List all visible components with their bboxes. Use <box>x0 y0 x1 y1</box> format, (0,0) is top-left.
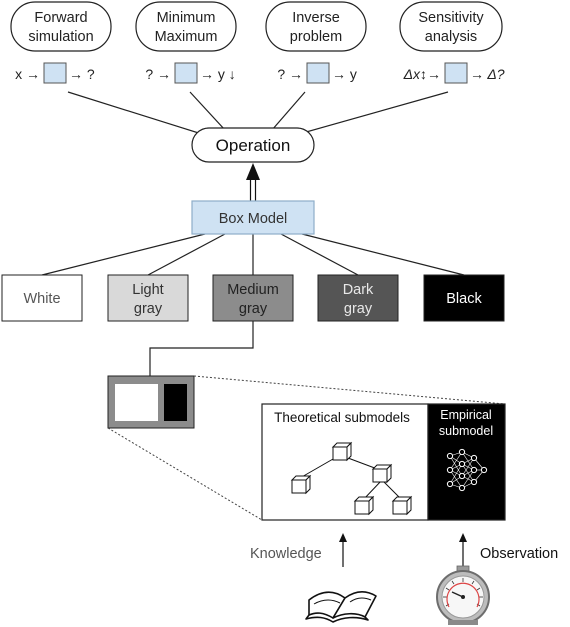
operation-node[interactable]: Operation <box>191 127 315 163</box>
operation-minimum-maximum[interactable]: Minimum Maximum <box>135 1 237 52</box>
box-type-black[interactable]: Black <box>423 274 505 322</box>
operation-connectors <box>67 91 449 137</box>
operation-sensitivity-line1: Sensitivity <box>418 10 484 26</box>
operation-minmax-line1: Minimum <box>157 10 216 26</box>
operation-forward-line2: simulation <box>28 29 93 45</box>
formula-sensitivity: Δx↕→ → Δ? <box>403 62 505 84</box>
box-type-dark-gray[interactable]: Dark gray <box>317 274 399 322</box>
cube-icon-mid <box>371 463 393 484</box>
box-type-dark-gray-rect <box>317 274 399 322</box>
cube-icon-leaf-left <box>353 495 375 516</box>
formula-inverse: ? → → y <box>277 62 357 84</box>
operation-node-label: Operation <box>216 136 291 155</box>
up-double-arrow <box>246 163 260 202</box>
formula-forward-box <box>43 62 67 84</box>
formula-forward-post: → ? <box>69 66 95 82</box>
operation-inverse-line2: problem <box>290 29 342 45</box>
operation-sensitivity-analysis[interactable]: Sensitivity analysis <box>399 1 503 52</box>
expanded-model: Theoretical submodels Empirical submodel <box>261 403 506 521</box>
box-type-black-rect <box>423 274 505 322</box>
box-type-medium-gray-line1: Medium <box>227 282 279 298</box>
formula-sensitivity-box <box>444 62 468 84</box>
formula-forward: x → → ? <box>15 62 95 84</box>
box-model-label: Box Model <box>219 211 288 227</box>
box-type-light-gray-rect <box>107 274 189 322</box>
formula-sensitivity-post: → Δ? <box>470 66 505 82</box>
box-type-light-gray-line2: gray <box>134 301 163 317</box>
open-book-icon <box>305 590 377 623</box>
box-type-dark-gray-line2: gray <box>344 301 373 317</box>
cube-icon-leaf-right <box>391 495 413 516</box>
box-model-rect <box>191 200 315 235</box>
formula-inverse-pre: ? → <box>277 66 303 82</box>
formula-minmax-post: → y ↓ <box>200 66 236 82</box>
operation-inverse-line1: Inverse <box>292 10 340 26</box>
box-type-light-gray-line1: Light <box>132 282 163 298</box>
box-type-dark-gray-line1: Dark <box>343 282 374 298</box>
operation-sensitivity-line2: analysis <box>425 29 477 45</box>
mixed-box-icon <box>107 375 195 429</box>
box-model-node[interactable]: Box Model <box>191 200 315 235</box>
box-type-white[interactable]: White <box>1 274 83 322</box>
observation-label: Observation <box>480 546 558 562</box>
box-type-medium-gray-line2: gray <box>239 301 268 317</box>
formula-minmax: ? → → y ↓ <box>145 62 236 84</box>
empirical-label-line2: submodel <box>439 424 493 438</box>
cube-icon-left <box>290 474 312 495</box>
box-type-medium-gray-rect <box>212 274 294 322</box>
zoom-lines <box>107 375 506 521</box>
formula-sensitivity-pre: Δx↕→ <box>403 66 441 82</box>
operation-forward-line1: Forward <box>34 10 87 26</box>
operation-minmax-line2: Maximum <box>155 29 218 45</box>
formula-inverse-post: → y <box>332 66 357 82</box>
box-type-light-gray[interactable]: Light gray <box>107 274 189 322</box>
observation-arrow <box>459 533 467 567</box>
neural-network-icon <box>446 448 488 492</box>
empirical-label-line1: Empirical <box>440 408 491 422</box>
knowledge-label: Knowledge <box>250 546 322 562</box>
operation-inverse-problem[interactable]: Inverse problem <box>265 1 367 52</box>
formula-minmax-box <box>174 62 198 84</box>
theoretical-label: Theoretical submodels <box>274 410 410 425</box>
knowledge-arrow <box>339 533 347 567</box>
box-type-black-line1: Black <box>446 291 482 307</box>
box-type-connectors <box>41 233 465 276</box>
formula-inverse-box <box>306 62 330 84</box>
operation-forward-simulation[interactable]: Forward simulation <box>10 1 112 52</box>
cube-icon-root <box>331 441 353 462</box>
formula-forward-pre: x → <box>15 66 40 82</box>
formula-minmax-pre: ? → <box>145 66 171 82</box>
box-type-medium-gray[interactable]: Medium gray <box>212 274 294 322</box>
medium-gray-connector <box>149 321 254 376</box>
pressure-gauge-icon <box>436 565 490 625</box>
box-type-white-rect <box>1 274 83 322</box>
box-type-white-line1: White <box>23 291 60 307</box>
